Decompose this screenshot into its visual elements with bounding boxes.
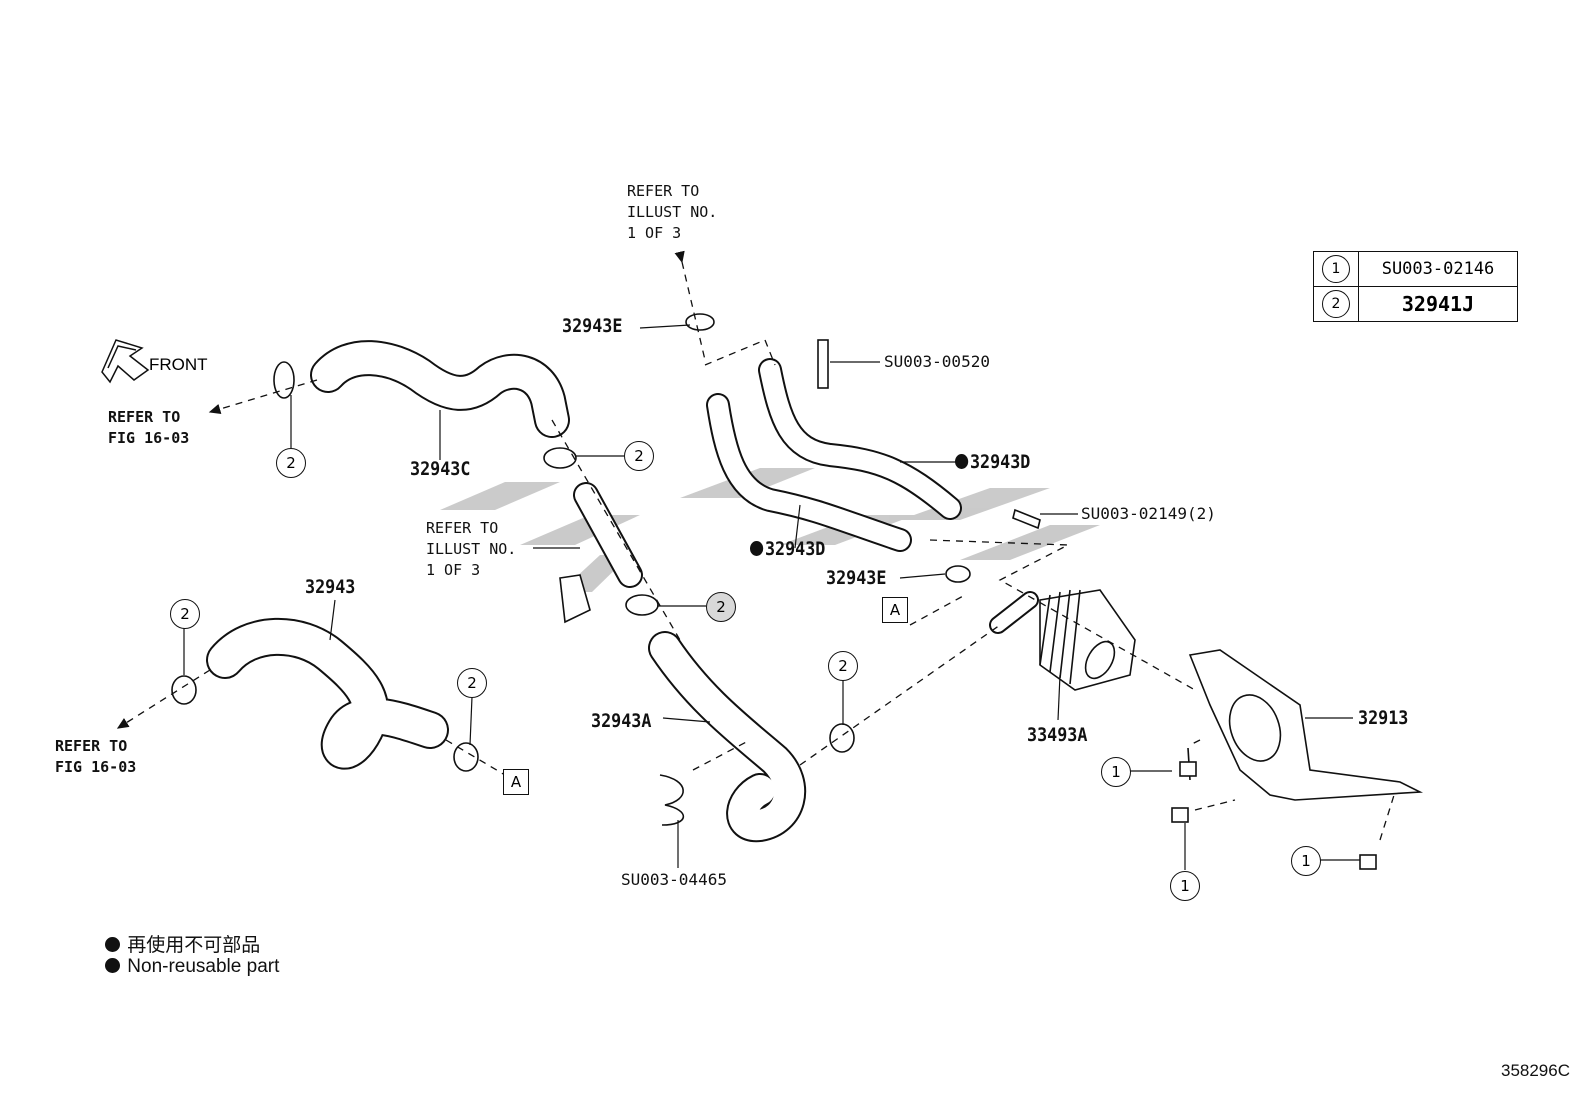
callout-2: 2	[828, 651, 858, 681]
non-reusable-dot-icon	[105, 937, 120, 952]
table-value: 32941J	[1358, 286, 1518, 322]
oil-cooler-33493a	[989, 589, 1136, 691]
callout-1: 1	[1291, 846, 1321, 876]
non-reusable-dot-icon	[955, 454, 969, 469]
non-reusable-dot-icon	[750, 541, 764, 556]
figure-id: 358296C	[1500, 1061, 1570, 1080]
table-value: SU003-02146	[1358, 251, 1518, 287]
legend-item: 再使用不可部品	[105, 930, 260, 957]
legend-text: 再使用不可部品	[127, 935, 261, 956]
callout-1: 1	[1170, 871, 1200, 901]
refer-label-left-lower: REFER TO FIG 16-03	[55, 737, 137, 776]
part-32943e-lower: 32943E	[826, 567, 887, 589]
callout-2: 2	[170, 599, 200, 629]
front-label: FRONT	[149, 355, 208, 374]
part-32943d-upper: 32943D	[955, 451, 1030, 473]
callout-2: 2	[276, 448, 306, 478]
refer-label-top: REFER TO ILLUST NO. 1 OF 3	[627, 182, 718, 242]
part-32943c: 32943C	[410, 458, 471, 480]
front-arrow-icon	[101, 339, 150, 384]
table-row: 1 SU003-02146	[1313, 251, 1518, 287]
part-32943e-upper: 32943E	[562, 315, 623, 337]
watermark-logo	[440, 468, 1100, 592]
hose-32943d-pair	[706, 358, 962, 552]
hose-32943c	[310, 340, 570, 438]
part-su003-04465: SU003-04465	[621, 870, 727, 889]
bolts-and-fittings	[659, 339, 1377, 870]
part-32943a: 32943A	[591, 710, 652, 732]
part-32943d-upper-text: 32943D	[969, 451, 1031, 473]
callout-1: 1	[1101, 757, 1131, 787]
part-32943d-lower-text: 32943D	[764, 538, 826, 560]
table-key: 1	[1322, 255, 1350, 283]
refer-label-left-upper: REFER TO FIG 16-03	[108, 408, 190, 447]
part-32913: 32913	[1358, 707, 1409, 729]
connection-marker-a: A	[503, 769, 529, 795]
part-32943: 32943	[305, 576, 356, 598]
leader-lines	[183, 324, 1360, 870]
table-key: 2	[1322, 290, 1350, 318]
part-su003-02149: SU003-02149(2)	[1081, 504, 1216, 523]
refer-label-mid: REFER TO ILLUST NO. 1 OF 3	[426, 519, 517, 579]
reference-table: 1 SU003-02146 2 32941J	[1313, 251, 1518, 322]
non-reusable-dot-icon	[105, 958, 120, 973]
part-32943d-lower: 32943D	[750, 538, 825, 560]
callout-2: 2	[624, 441, 654, 471]
callout-2: 2	[457, 668, 487, 698]
hose-32943a	[648, 631, 807, 843]
callout-2: 2	[706, 592, 736, 622]
pipe-bracket	[559, 482, 643, 624]
connection-lines	[116, 250, 1396, 841]
table-row: 2 32941J	[1313, 286, 1518, 322]
hose-32943	[206, 617, 449, 770]
legend-item: Non-reusable part	[105, 956, 279, 978]
connection-marker-a: A	[882, 597, 908, 623]
legend-text: Non-reusable part	[127, 956, 280, 977]
bracket-32913	[1188, 649, 1424, 801]
part-su003-00520: SU003-00520	[884, 352, 990, 371]
part-33493a: 33493A	[1027, 724, 1088, 746]
